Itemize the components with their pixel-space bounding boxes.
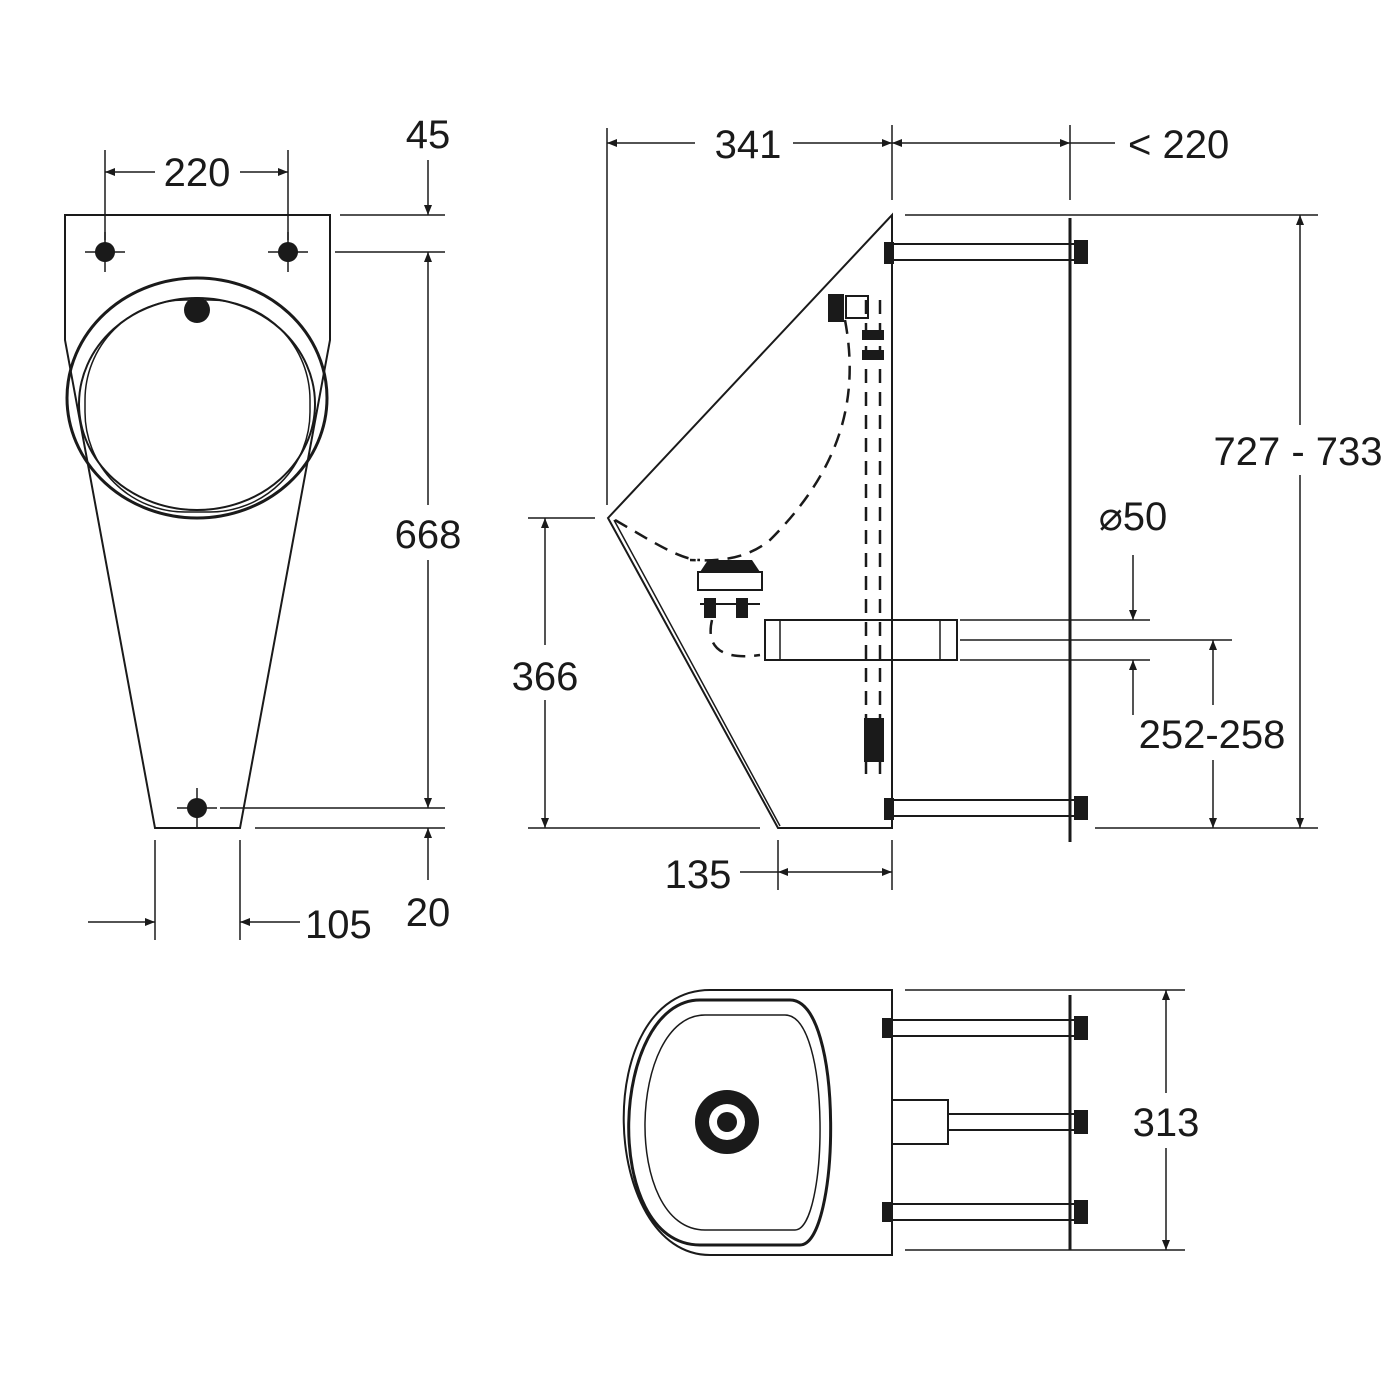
- top-bracket-middle: [891, 1099, 1088, 1145]
- solenoid-valve: [864, 718, 884, 762]
- dim-top-width: 313: [1133, 1101, 1200, 1145]
- wall-bracket-bottom: [884, 796, 1088, 820]
- top-bracket-upper: [882, 1016, 1088, 1040]
- dim-front-top-width: 220: [164, 151, 231, 195]
- flush-valve: [828, 294, 884, 360]
- front-view: 220 45 668 20 105: [64, 113, 462, 947]
- dim-front-bottom-width: 105: [305, 903, 372, 947]
- dim-front-bottom-offset: 20: [406, 891, 451, 935]
- dim-front-top-offset: 45: [406, 113, 451, 157]
- dim-side-outlet-diameter: ⌀50: [1099, 495, 1168, 539]
- dim-side-base-depth: 135: [665, 853, 732, 897]
- top-view: 313: [622, 989, 1200, 1256]
- wall-bracket-top: [884, 240, 1088, 264]
- siphon-trap: [697, 560, 763, 618]
- mounting-hole-bottom: [177, 788, 217, 828]
- side-view: 341 < 220 727 - 733 ⌀50 252-258 366: [512, 123, 1383, 897]
- dim-front-height: 668: [395, 513, 462, 557]
- dim-side-wall-gap: < 220: [1128, 123, 1229, 167]
- dim-side-depth: 341: [715, 123, 782, 167]
- drain-grate: [695, 1090, 759, 1154]
- dim-side-total-height: 727 - 733: [1213, 430, 1382, 474]
- drain-pipe: [764, 619, 958, 661]
- dim-side-inlet-height: 366: [512, 655, 579, 699]
- dim-side-outlet-height: 252-258: [1139, 713, 1286, 757]
- top-bracket-lower: [882, 1200, 1088, 1224]
